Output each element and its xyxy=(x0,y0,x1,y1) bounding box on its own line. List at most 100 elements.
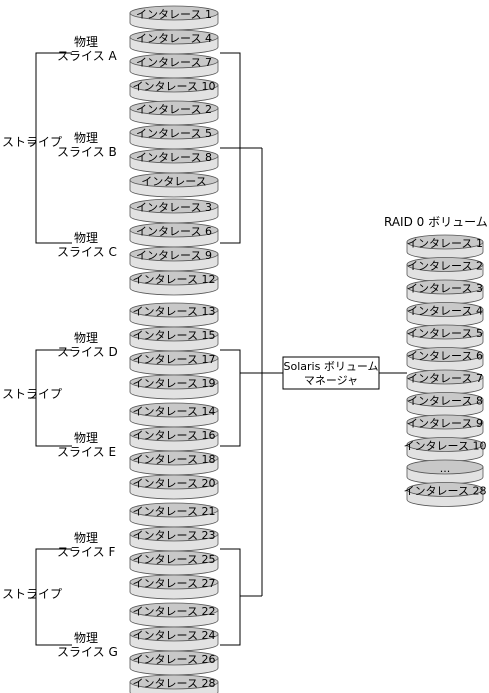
stripe-label-3: ストライプ xyxy=(2,587,62,601)
slice-d-disk: インタレース 15 xyxy=(129,326,219,352)
disk-label: インタレース 6 xyxy=(407,350,483,363)
slice-g-disk: インタレース 28 xyxy=(129,674,219,693)
disk-label: インタレース 1 xyxy=(407,237,483,250)
slice-b-stack: インタレース 2 インタレース 5 インタレース 8 インタレース xyxy=(129,100,219,198)
slice-d-label-line2: スライス D xyxy=(57,345,118,359)
slice-d-label-line1: 物理 xyxy=(74,331,98,345)
slice-b-disk: インタレース xyxy=(129,172,219,198)
slice-a-disk: インタレース 7 xyxy=(129,53,219,79)
disk-label: インタレース 6 xyxy=(136,225,212,238)
slice-c-disk: インタレース 9 xyxy=(129,246,219,272)
disk-label: インタレース 22 xyxy=(133,605,216,618)
stripe-3-bracket xyxy=(220,548,241,646)
slice-d-stack: インタレース 13 インタレース 15 インタレース 17 インタレース 19 xyxy=(129,302,219,400)
slice-c-label-line1: 物理 xyxy=(74,231,98,245)
disk-label: インタレース 28 xyxy=(133,677,216,690)
slice-a-disk: インタレース 1 xyxy=(129,5,219,31)
slice-f-disk: インタレース 27 xyxy=(129,574,219,600)
stripe-2-bracket xyxy=(220,349,241,447)
stripe-3-brace xyxy=(35,548,72,646)
slice-g-disk: インタレース 26 xyxy=(129,650,219,676)
slice-f-stack: インタレース 21 インタレース 23 インタレース 25 インタレース 27 xyxy=(129,502,219,600)
raid-volume-disk: インタレース 9 xyxy=(406,414,484,440)
slice-b-disk: インタレース 8 xyxy=(129,148,219,174)
raid-volume-disk: インタレース 4 xyxy=(406,302,484,327)
disk-label: インタレース xyxy=(141,175,206,188)
slice-g-label-line1: 物理 xyxy=(74,631,98,645)
disk-label: インタレース 7 xyxy=(407,372,483,385)
disk-label: インタレース 21 xyxy=(133,505,216,518)
slice-e-disk: インタレース 14 xyxy=(129,402,219,428)
stripe-label-2: ストライプ xyxy=(2,387,62,401)
disk-label: インタレース 2 xyxy=(136,103,212,116)
slice-e-disk: インタレース 16 xyxy=(129,426,219,452)
disk-label: インタレース 19 xyxy=(133,377,216,390)
disk-label: インタレース 2 xyxy=(407,260,483,273)
slice-a-disk: インタレース 10 xyxy=(129,77,219,103)
volume-manager-line2: マネージャ xyxy=(304,374,358,387)
disk-label: インタレース 28 xyxy=(404,485,487,498)
raid-volume-disk: インタレース 1 xyxy=(406,234,484,260)
raid-volume-disk: インタレース 7 xyxy=(406,369,484,395)
slice-b-disk: インタレース 2 xyxy=(129,100,219,126)
slice-d-disk: インタレース 19 xyxy=(129,374,219,400)
slice-c-disk: インタレース 6 xyxy=(129,222,219,248)
slice-a-disk: インタレース 4 xyxy=(129,29,219,55)
slice-e-label-line2: スライス E xyxy=(57,445,116,459)
disk-label: インタレース 24 xyxy=(133,629,216,642)
disk-label: インタレース 9 xyxy=(407,417,483,430)
slice-g-label-line2: スライス G xyxy=(57,645,118,659)
slice-c-disk: インタレース 3 xyxy=(129,198,219,224)
slice-c-label-line2: スライス C xyxy=(57,245,117,259)
disk-label: インタレース 3 xyxy=(407,282,483,295)
slice-g-disk: インタレース 22 xyxy=(129,602,219,628)
disk-label: インタレース 7 xyxy=(136,56,212,69)
raid-volume-disk: インタレース 28 xyxy=(404,482,487,507)
disk-label: インタレース 4 xyxy=(407,305,483,318)
disk-label: インタレース 8 xyxy=(136,151,212,164)
slice-c-disk: インタレース 12 xyxy=(129,270,219,296)
slice-d-disk: インタレース 17 xyxy=(129,350,219,376)
slice-b-disk: インタレース 5 xyxy=(129,124,219,150)
disk-label: インタレース 20 xyxy=(133,477,216,490)
disk-label: インタレース 10 xyxy=(133,80,216,93)
disk-label: インタレース 4 xyxy=(136,32,212,45)
disk-label: インタレース 5 xyxy=(136,127,212,140)
connector-lines xyxy=(28,52,407,646)
slice-f-disk: インタレース 25 xyxy=(129,550,219,576)
slice-e-disk: インタレース 20 xyxy=(129,474,219,500)
disk-label: インタレース 23 xyxy=(133,529,216,542)
raid-volume-disk: インタレース 2 xyxy=(406,257,484,282)
labels: ストライプ ストライプ ストライプ 物理 スライス A 物理 スライス B 物理… xyxy=(2,35,488,659)
slice-b-label-line1: 物理 xyxy=(74,131,98,145)
slice-g-disk: インタレース 24 xyxy=(129,626,219,652)
slice-e-label-line1: 物理 xyxy=(74,431,98,445)
disk-label: インタレース 15 xyxy=(133,329,216,342)
raid-volume-disk: インタレース 8 xyxy=(406,392,484,417)
disk-label: インタレース 27 xyxy=(133,577,216,590)
volume-manager-box xyxy=(282,356,380,390)
disk-label: インタレース 17 xyxy=(133,353,216,366)
disk-label: インタレース 3 xyxy=(136,201,212,214)
volume-manager-line1: Solaris ボリューム xyxy=(284,360,379,373)
disk-label: インタレース 8 xyxy=(407,395,483,408)
slice-f-label-line2: スライス F xyxy=(57,545,115,559)
slice-c-stack: インタレース 3 インタレース 6 インタレース 9 インタレース 12 xyxy=(129,198,219,296)
disk-label: インタレース 13 xyxy=(133,305,216,318)
stripe-1-brace xyxy=(35,52,72,244)
disk-label: ... xyxy=(440,462,451,475)
disk-label: インタレース 18 xyxy=(133,453,216,466)
slice-d-disk: インタレース 13 xyxy=(129,302,219,328)
disk-label: インタレース 16 xyxy=(133,429,216,442)
raid-volume-disk: インタレース 10 xyxy=(404,437,486,462)
disk-label: インタレース 9 xyxy=(136,249,212,262)
raid-volume-disk: インタレース 6 xyxy=(406,347,484,372)
disk-label: インタレース 25 xyxy=(133,553,216,566)
raid-volume-title: RAID 0 ボリューム xyxy=(384,215,488,229)
